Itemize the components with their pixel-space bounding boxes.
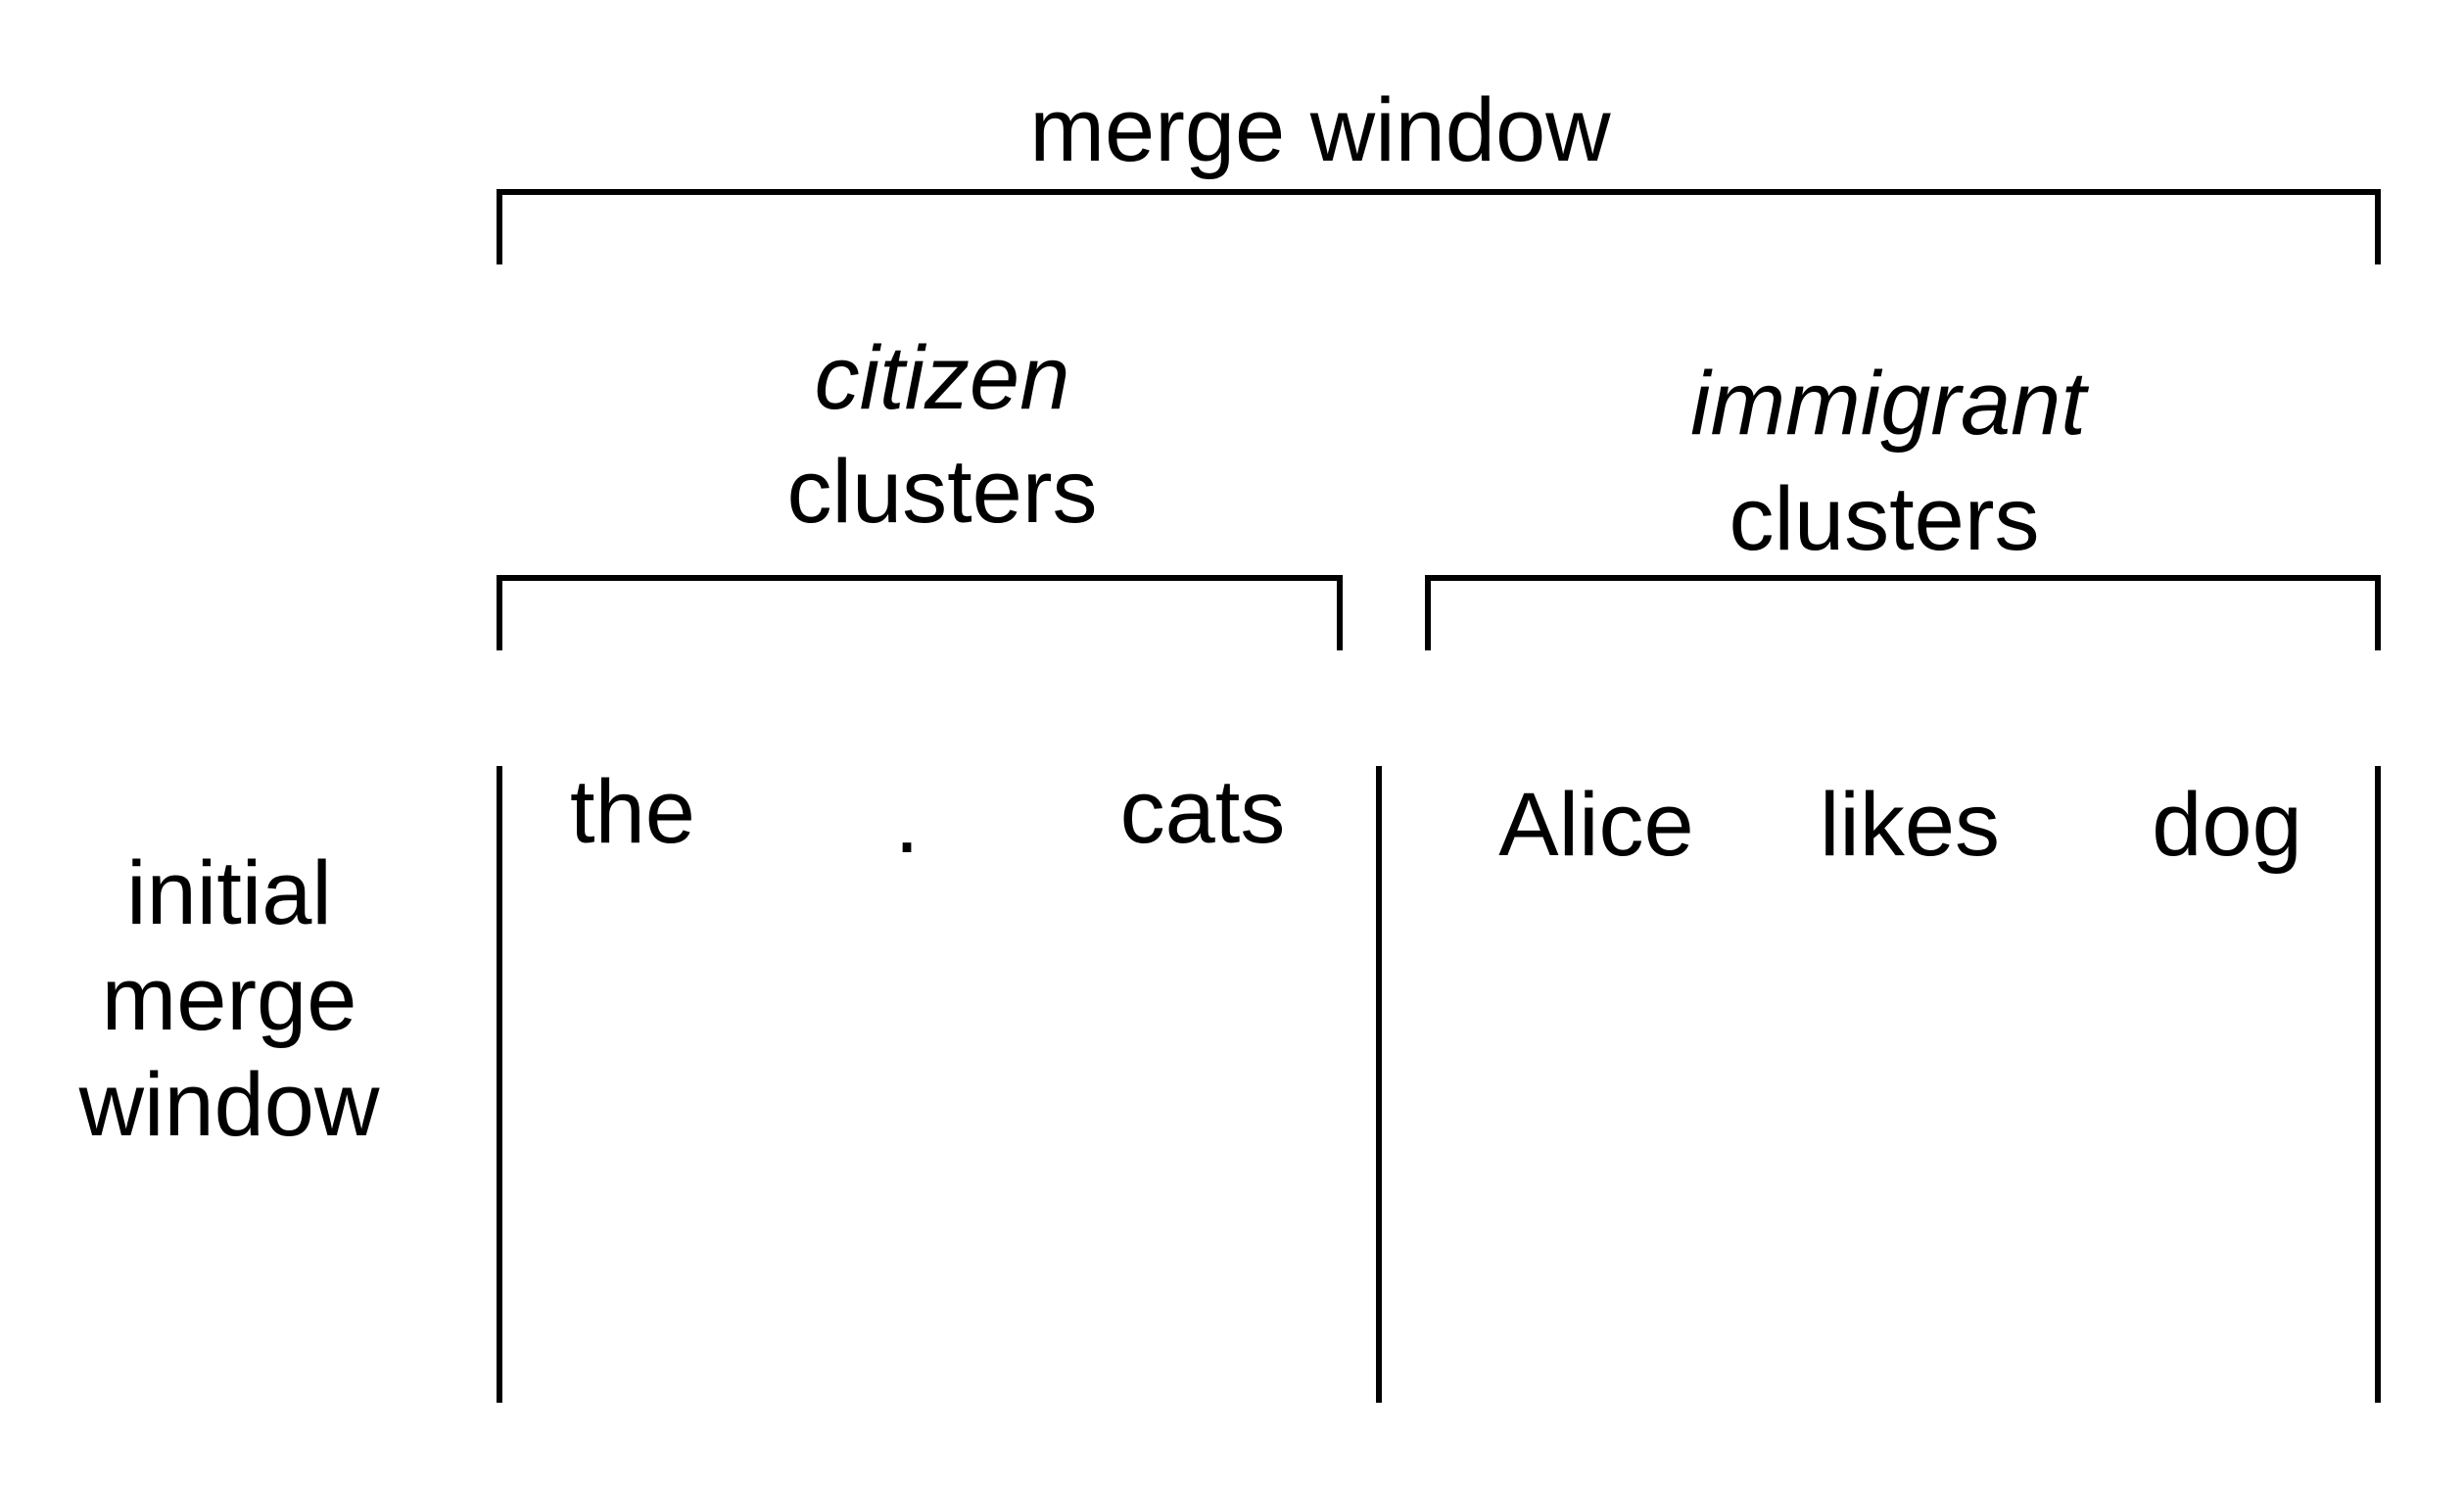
merge-window-bracket (497, 189, 2381, 264)
citizen-label-italic: citizen (815, 328, 1070, 428)
merge-window-label: merge window (1029, 80, 1611, 180)
citizen-clusters-bracket (497, 575, 1343, 650)
immigrant-label-italic: immigrant (1690, 354, 2089, 454)
citizen-label-clusters: clusters (787, 442, 1098, 542)
immigrant-label-clusters: clusters (1730, 469, 2040, 569)
initial-merge-window-line3: window (78, 1055, 380, 1155)
immigrant-word: Alice (1498, 775, 1693, 875)
immigrant-clusters-bracket (1425, 575, 2381, 650)
initial-merge-window-line2: merge (102, 949, 357, 1049)
citizen-word: the (570, 762, 695, 862)
citizen-word: . (894, 772, 920, 872)
immigrant-word: likes (1820, 775, 2000, 875)
initial-merge-window-line1: initial (126, 843, 332, 943)
immigrant-word: dog (2152, 775, 2302, 875)
citizen-word: cats (1120, 762, 1286, 862)
